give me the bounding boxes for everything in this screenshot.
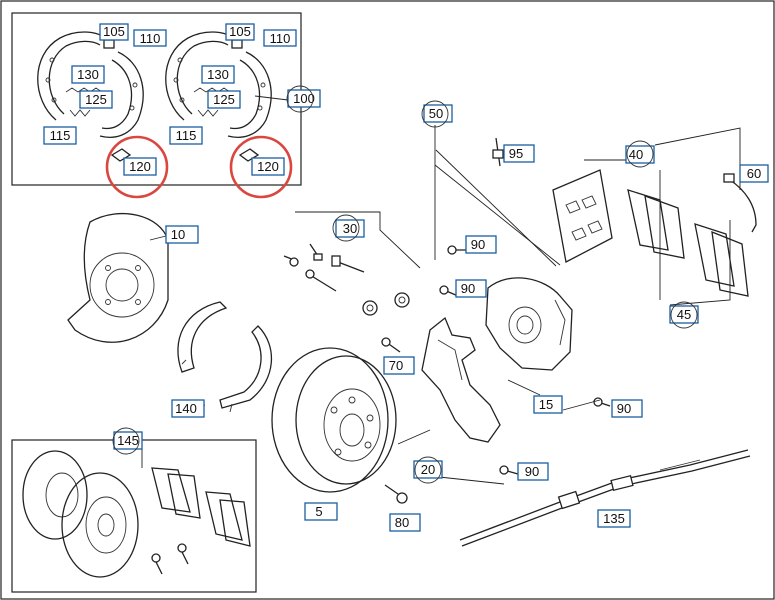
callout-120-right: 120 [251, 157, 285, 176]
disc-screw [384, 484, 408, 504]
callout-105-left: 105 [99, 23, 129, 41]
label-text: 50 [429, 106, 443, 121]
callout-125-right: 125 [207, 90, 241, 109]
ring-45 [670, 301, 698, 329]
screw-90-lower [499, 465, 519, 475]
parking-brake-cable [459, 449, 751, 547]
bolt-kit [283, 243, 410, 316]
brake-disc [271, 347, 397, 493]
clip-set [552, 169, 613, 263]
ring-30 [332, 214, 360, 242]
callout-45: 45 [669, 305, 699, 324]
bolt-70 [381, 337, 401, 353]
label-text: 115 [176, 128, 197, 143]
callout-130-left: 130 [71, 65, 105, 84]
screw-90-right [593, 397, 611, 407]
callout-20: 20 [413, 460, 443, 479]
label-text: 80 [395, 515, 409, 530]
label-text: 120 [129, 159, 151, 174]
brake-kit-contents [22, 450, 251, 578]
wear-sensor [723, 173, 757, 233]
label-text: 70 [389, 358, 403, 373]
callout-15: 15 [533, 395, 563, 414]
brake-pads [627, 189, 749, 297]
label-text: 10 [171, 227, 185, 242]
label-text: 130 [77, 67, 99, 82]
callout-90-middle: 90 [455, 279, 487, 298]
brake-shoe-assembly-left [37, 31, 144, 162]
callout-5: 5 [304, 502, 338, 521]
label-text: 105 [103, 24, 125, 39]
caliper-bracket [421, 316, 501, 443]
leader-lines [141, 95, 741, 485]
ring-20 [414, 456, 442, 484]
callout-90-right: 90 [611, 399, 643, 418]
label-text: 95 [509, 146, 523, 161]
callout-135: 135 [597, 509, 631, 528]
callout-40: 40 [625, 145, 655, 164]
label-text: 120 [257, 159, 279, 174]
label-text: 5 [315, 504, 322, 519]
brake-kit-inset [11, 439, 257, 593]
screw-90-middle [439, 285, 459, 297]
label-text: 110 [140, 31, 161, 46]
label-text: 125 [213, 92, 235, 107]
callout-80: 80 [389, 513, 421, 532]
callout-125-left: 125 [79, 90, 113, 109]
label-text: 90 [461, 281, 475, 296]
highlight-circle-120-right [229, 135, 293, 199]
label-text: 145 [117, 433, 139, 448]
callout-115-left: 115 [43, 126, 77, 145]
label-text: 115 [50, 128, 71, 143]
callout-70: 70 [383, 356, 415, 375]
dust-shield [67, 212, 169, 343]
label-text: 60 [747, 166, 761, 181]
callout-145: 145 [113, 431, 143, 450]
callout-105-right: 105 [225, 23, 255, 41]
label-text: 130 [207, 67, 229, 82]
brake-shoe-assembly-right [165, 31, 272, 162]
label-text: 110 [270, 31, 291, 46]
ring-100 [286, 85, 314, 113]
ring-145 [112, 427, 140, 455]
label-text: 45 [677, 307, 691, 322]
label-text: 100 [293, 91, 315, 106]
callout-90-upper: 90 [465, 235, 497, 254]
callout-110-right: 110 [263, 29, 297, 47]
label-text: 90 [617, 401, 631, 416]
callout-110-left: 110 [133, 29, 167, 47]
callout-60: 60 [739, 164, 769, 183]
callout-50: 50 [423, 104, 453, 123]
parking-brake-shoes [177, 301, 272, 413]
callout-95: 95 [503, 144, 535, 163]
ring-40 [626, 140, 654, 168]
label-text: 20 [421, 462, 435, 477]
label-text: 125 [85, 92, 107, 107]
callout-140: 140 [171, 399, 205, 418]
callout-100: 100 [287, 89, 321, 108]
callout-120-left: 120 [123, 157, 157, 176]
highlight-circle-120-left [105, 135, 169, 199]
label-text: 140 [175, 401, 197, 416]
label-text: 30 [343, 221, 357, 236]
label-text: 105 [229, 24, 251, 39]
ring-50 [421, 100, 449, 128]
label-text: 135 [603, 511, 625, 526]
callout-90-lower: 90 [517, 462, 549, 481]
label-text: 40 [629, 147, 643, 162]
callout-115-right: 115 [169, 126, 203, 145]
label-text: 90 [471, 237, 485, 252]
label-text: 15 [539, 397, 553, 412]
callout-10: 10 [165, 225, 199, 244]
callout-130-right: 130 [201, 65, 235, 84]
callout-30: 30 [335, 219, 365, 238]
label-text: 90 [525, 464, 539, 479]
brake-caliper [485, 277, 573, 371]
bleeder-valve [492, 137, 504, 167]
